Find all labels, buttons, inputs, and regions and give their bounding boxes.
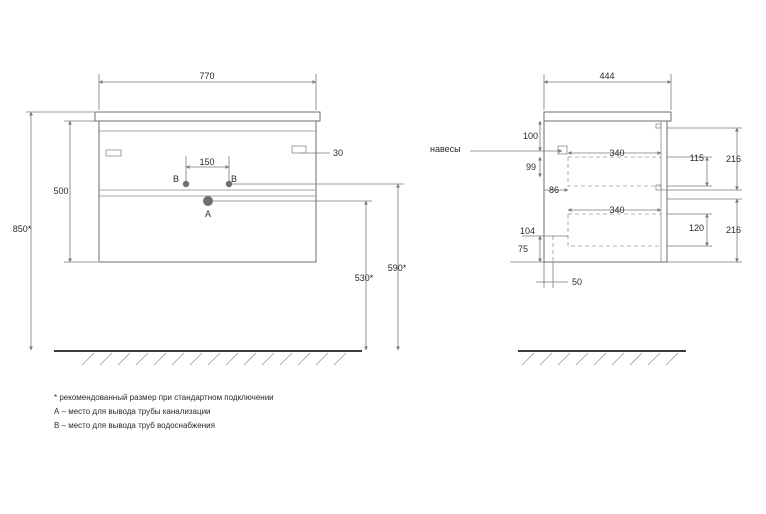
side-hinge <box>557 145 568 155</box>
dim-100-label: 100 <box>523 131 538 141</box>
drain-pipe <box>203 196 213 206</box>
note-a-description: А – место для вывода трубы канализации <box>54 407 211 416</box>
side-ground-hatch <box>521 352 679 366</box>
dim-216-top-label: 216 <box>726 154 741 164</box>
upper-drawer-outline <box>567 156 661 187</box>
water-pipe-right <box>225 180 233 188</box>
dim-104-label: 104 <box>520 226 535 236</box>
dim-99-label: 99 <box>526 162 536 172</box>
dim-115-label: 115 <box>690 153 704 163</box>
side-view: 444 100 99 86 104 75 50 340 340 115 <box>510 71 742 366</box>
dim-50-label: 50 <box>572 277 582 287</box>
label-b-right: B <box>231 174 237 184</box>
dim-444-label: 444 <box>599 71 614 81</box>
water-pipe-left <box>182 180 190 188</box>
dim-75-label: 75 <box>518 244 528 254</box>
front-cabinet-body <box>98 120 317 263</box>
dim-216-bottom-label: 216 <box>726 225 741 235</box>
hinges-label: навесы <box>430 144 461 154</box>
dim-530-label: 530* <box>355 273 374 283</box>
hinge-right <box>291 145 307 154</box>
dim-500-label: 500 <box>53 186 68 196</box>
dim-150-label: 150 <box>199 157 214 167</box>
lower-drawer-outline <box>567 213 661 247</box>
note-recommended: * рекомендованный размер при стандартном… <box>54 393 274 402</box>
dim-340-bottom-label: 340 <box>609 205 624 215</box>
side-top-handle <box>655 123 662 129</box>
side-countertop <box>543 111 672 122</box>
label-b-left: B <box>173 174 179 184</box>
front-ground-hatch <box>81 352 347 366</box>
side-cabinet-body <box>543 120 668 263</box>
note-b-description: В – место для вывода труб водоснабжения <box>54 421 215 430</box>
dim-590-label: 590* <box>388 263 407 273</box>
dim-340-top-label: 340 <box>609 148 624 158</box>
dim-30-label: 30 <box>333 148 343 158</box>
label-a: A <box>205 209 211 219</box>
dim-770-label: 770 <box>199 71 214 81</box>
dim-850-label: 850* <box>13 224 32 234</box>
dim-120-label: 120 <box>689 223 704 233</box>
side-mid-handle <box>655 184 662 191</box>
hinge-left <box>105 149 122 157</box>
front-view: B B A 770 150 30 500 850* 530* 590* <box>13 71 407 366</box>
dim-86-label: 86 <box>549 185 559 195</box>
front-countertop <box>94 111 321 122</box>
